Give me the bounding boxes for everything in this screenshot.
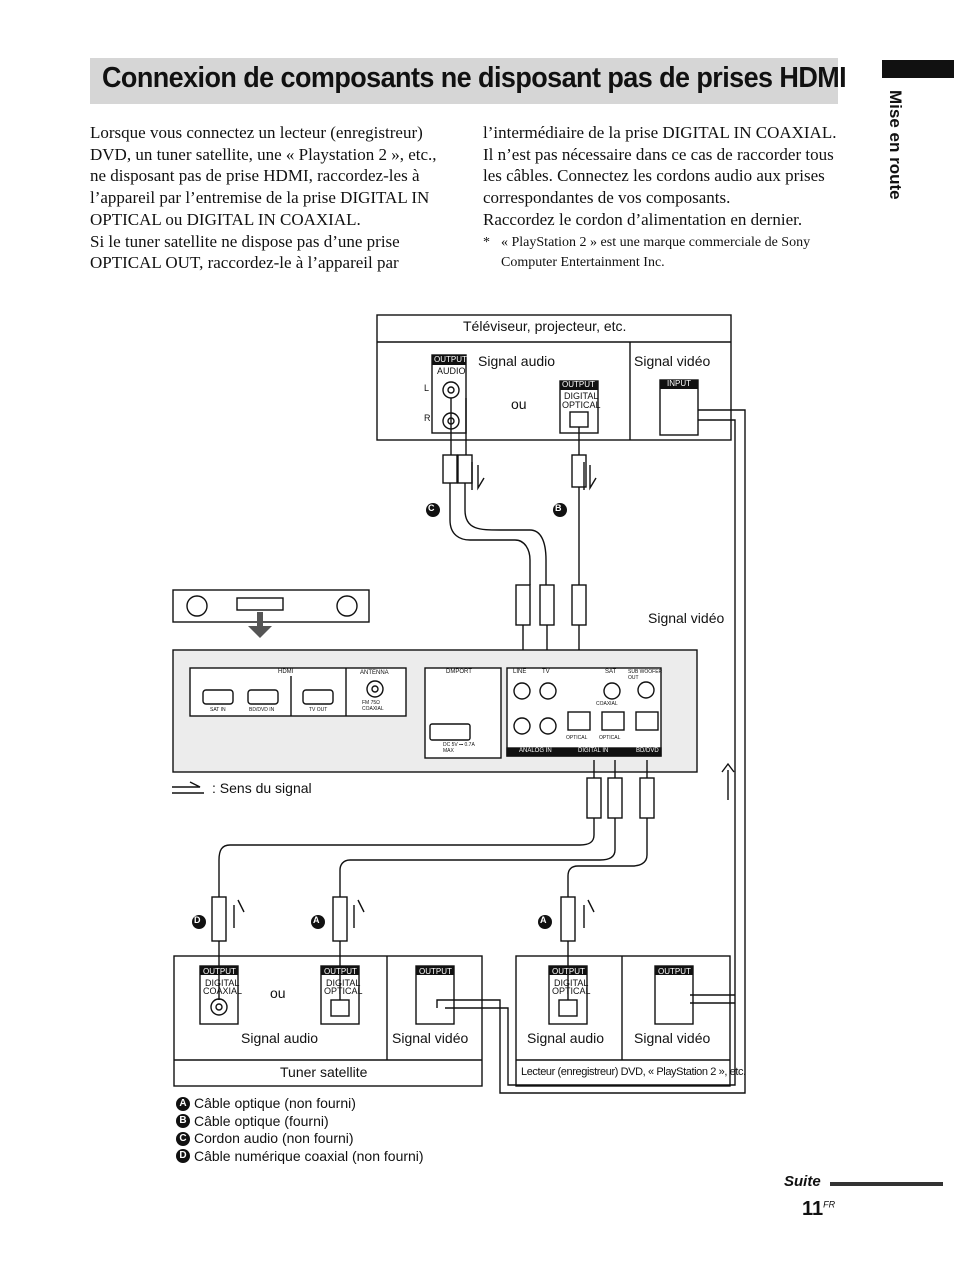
- paragraph: Lorsque vous connectez un lecteur (enreg…: [90, 123, 437, 229]
- legend-item: D Câble numérique coaxial (non fourni): [176, 1148, 424, 1166]
- dvd-digital-label: DIGITAL: [554, 978, 589, 988]
- paragraph: Si le tuner satellite ne dispose pas d’u…: [90, 231, 400, 273]
- body-left-column: Lorsque vous connectez un lecteur (enreg…: [90, 122, 452, 274]
- sat-coaxial-label: COAXIAL: [203, 986, 243, 996]
- marker-c-label: C: [428, 503, 435, 513]
- legend-text: Câble optique (fourni): [194, 1112, 329, 1129]
- legend-text: Cordon audio (non fourni): [194, 1130, 354, 1146]
- legend-marker: A: [176, 1096, 190, 1111]
- section-tab-label: Mise en route: [886, 90, 905, 200]
- tv-input-label: INPUT: [667, 379, 691, 388]
- marker-c: [426, 503, 440, 517]
- paragraph: Raccordez le cordon d’alimentation en de…: [483, 209, 803, 229]
- panel-tv: TV: [542, 669, 550, 675]
- sat-tuner-label: Tuner satellite: [280, 1064, 368, 1080]
- legend-marker: B: [176, 1114, 190, 1129]
- tv-optical-label: OPTICAL: [562, 400, 601, 410]
- or-label: ou: [511, 396, 527, 412]
- continued-label: Suite: [784, 1173, 821, 1190]
- sat-or-label: ou: [270, 985, 286, 1001]
- sat-digital-label: DIGITAL: [205, 978, 240, 988]
- sat-opt-digital-label: DIGITAL: [326, 978, 361, 988]
- marker-d-label: D: [194, 915, 201, 925]
- footnote-text: « PlayStation 2 » est une marque commerc…: [501, 234, 811, 270]
- sat-tuner-box: [173, 955, 483, 1087]
- footnote: * « PlayStation 2 » est une marque comme…: [483, 233, 839, 273]
- page-number: 11FR: [802, 1198, 835, 1221]
- panel-subwoofer: SUB WOOFER OUT: [628, 669, 663, 681]
- tv-r-label: R: [424, 413, 431, 423]
- section-tab-bar: [882, 60, 954, 78]
- dvd-optical-label: OPTICAL: [552, 986, 591, 996]
- legend-item: C Cordon audio (non fourni): [176, 1130, 424, 1148]
- tv-l-label: L: [424, 383, 430, 393]
- sat-video-output-label: OUTPUT: [419, 967, 452, 976]
- paragraph: l’intermédiaire de la prise DIGITAL IN C…: [483, 123, 837, 208]
- marker-a-label: A: [540, 915, 547, 925]
- dvd-player-box: [515, 955, 731, 1087]
- tv-digital-label: DIGITAL: [564, 391, 599, 401]
- dvd-signal-audio: Signal audio: [527, 1030, 605, 1046]
- tv-signal-video: Signal vidéo: [634, 353, 711, 369]
- panel-tv-out: TV OUT: [309, 707, 328, 713]
- tv-title: Téléviseur, projecteur, etc.: [463, 318, 627, 334]
- tv-optical-output-label: OUTPUT: [562, 380, 595, 389]
- legend-text: Câble optique (non fourni): [194, 1095, 356, 1111]
- main-signal-video: Signal vidéo: [648, 610, 725, 626]
- footnote-mark: *: [483, 234, 490, 250]
- dvd-opt-output-label: OUTPUT: [552, 967, 585, 976]
- body-right-column: l’intermédiaire de la prise DIGITAL IN C…: [483, 122, 839, 273]
- main-unit-front: [172, 589, 370, 623]
- legend-text: Câble numérique coaxial (non fourni): [194, 1147, 424, 1164]
- marker-b-label: B: [555, 503, 562, 513]
- sat-signal-video: Signal vidéo: [392, 1030, 469, 1046]
- sat-opt-output-label: OUTPUT: [324, 967, 357, 976]
- panel-analog-in: ANALOG IN: [519, 748, 552, 754]
- panel-fm: FM 75Ω COAXIAL: [362, 700, 384, 712]
- page-number-value: 11: [802, 1198, 824, 1220]
- dvd-player-label: Lecteur (enregistreur) DVD, « PlayStatio…: [521, 1066, 746, 1078]
- legend-marker: C: [176, 1131, 190, 1146]
- sat-optical-label: OPTICAL: [324, 986, 363, 996]
- title-bar: [90, 58, 838, 104]
- page-title: Connexion de composants ne disposant pas…: [102, 62, 847, 94]
- panel-bd-dvd: BD/DVD: [636, 748, 659, 754]
- panel-dmport: DMPORT: [446, 669, 472, 675]
- tv-audio-output-label: OUTPUT: [434, 355, 467, 364]
- tv-box: [376, 314, 732, 441]
- panel-hdmi: HDMI: [278, 669, 294, 675]
- continued-rule: [830, 1182, 943, 1186]
- cable-legend: A Câble optique (non fourni) B Câble optiq…: [176, 1095, 424, 1165]
- marker-b: [553, 503, 567, 517]
- panel-optical-1: OPTICAL: [566, 735, 588, 741]
- panel-antenna: ANTENNA: [360, 670, 389, 676]
- panel-digital-in: DIGITAL IN: [578, 748, 609, 754]
- sat-signal-audio: Signal audio: [241, 1030, 319, 1046]
- panel-dc: DC 5V ⎓ 0.7A MAX: [443, 742, 475, 754]
- legend-marker: D: [176, 1149, 190, 1164]
- panel-bd-dvd-in: BD/DVD IN: [249, 707, 275, 713]
- tv-audio-label: AUDIO: [437, 366, 466, 376]
- panel-sat-in: SAT IN: [210, 707, 226, 713]
- legend-item: A Câble optique (non fourni): [176, 1095, 424, 1113]
- signal-direction-legend: : Sens du signal: [212, 780, 312, 796]
- marker-d: [192, 915, 206, 929]
- panel-line: LINE: [513, 669, 527, 675]
- sat-coax-output-label: OUTPUT: [203, 967, 236, 976]
- legend-item: B Câble optique (fourni): [176, 1113, 424, 1131]
- tv-signal-audio: Signal audio: [478, 353, 556, 369]
- marker-a-label: A: [313, 915, 320, 925]
- panel-sat: SAT: [605, 669, 617, 675]
- marker-a: [311, 915, 325, 929]
- panel-coaxial: COAXIAL: [596, 701, 618, 707]
- dvd-signal-video: Signal vidéo: [634, 1030, 711, 1046]
- page-lang-suffix: FR: [823, 1199, 836, 1210]
- marker-a: [538, 915, 552, 929]
- dvd-video-output-label: OUTPUT: [658, 967, 691, 976]
- panel-optical-2: OPTICAL: [599, 735, 621, 741]
